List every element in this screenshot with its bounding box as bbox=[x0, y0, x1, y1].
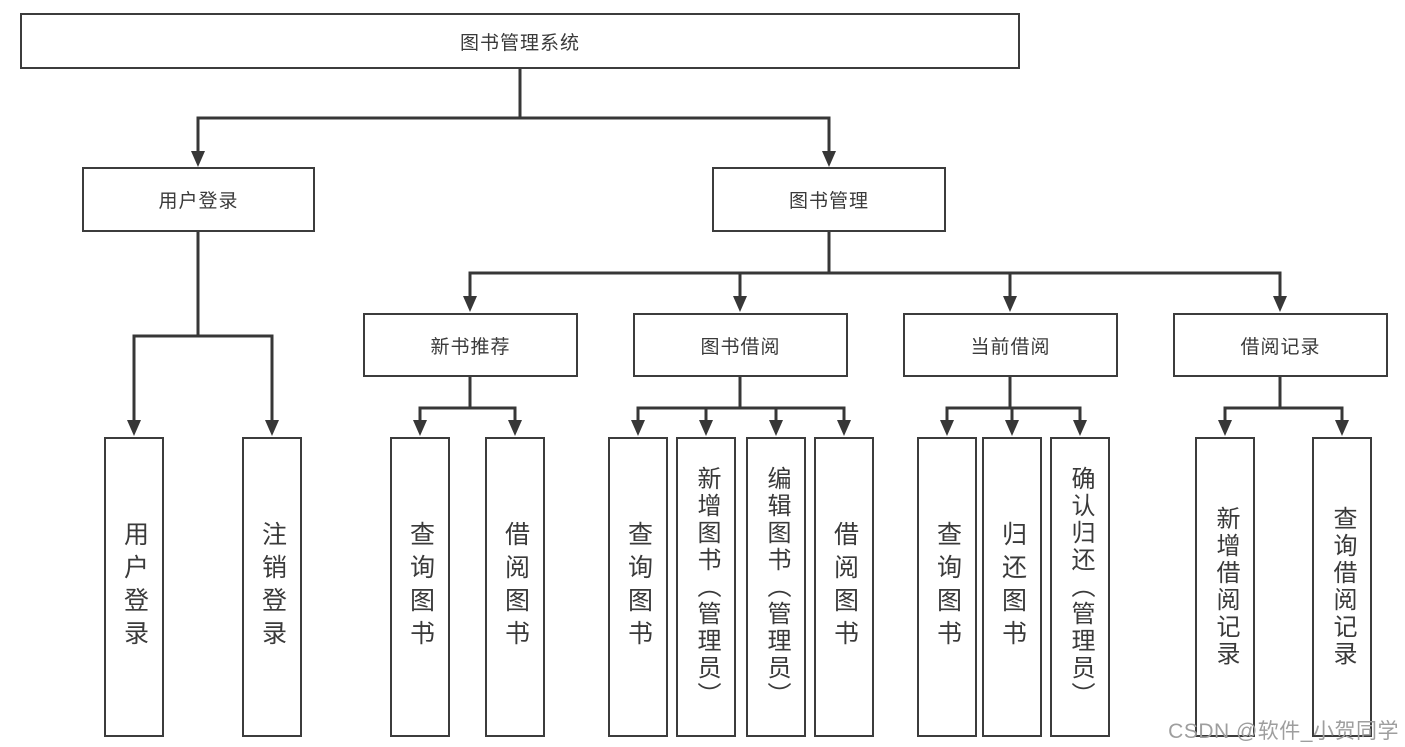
leaf-return-books-label: 归还图书 bbox=[998, 521, 1027, 653]
leaf-borrowing-query-books: 查询图书 bbox=[608, 437, 668, 737]
node-book-borrowing-label: 图书借阅 bbox=[700, 336, 781, 358]
leaf-edit-books-admin: 编辑图书（管理员） bbox=[746, 437, 806, 737]
node-library-system: 图书管理系统 bbox=[20, 13, 1020, 69]
node-borrowing-records: 借阅记录 bbox=[1173, 313, 1388, 377]
leaf-recommend-query-books-label: 查询图书 bbox=[406, 521, 435, 653]
node-book-management-label: 图书管理 bbox=[788, 191, 869, 212]
leaf-query-borrow-record-label: 查询借阅记录 bbox=[1329, 506, 1356, 668]
leaf-logout: 注销登录 bbox=[242, 437, 302, 737]
leaf-add-borrow-record-label: 新增借阅记录 bbox=[1212, 506, 1239, 668]
node-book-borrowing: 图书借阅 bbox=[633, 313, 848, 377]
leaf-add-books-admin: 新增图书（管理员） bbox=[676, 437, 736, 737]
leaf-confirm-return-admin: 确认归还（管理员） bbox=[1050, 437, 1110, 737]
leaf-query-borrow-record: 查询借阅记录 bbox=[1312, 437, 1372, 737]
leaf-add-borrow-record: 新增借阅记录 bbox=[1195, 437, 1255, 737]
leaf-add-books-admin-label: 新增图书（管理员） bbox=[693, 465, 720, 709]
watermark: CSDN @软件_小贺同学 bbox=[1168, 720, 1399, 743]
leaf-borrowing-query-books-label: 查询图书 bbox=[624, 521, 653, 653]
leaf-user-login-label: 用户登录 bbox=[120, 521, 149, 653]
leaf-borrow-books: 借阅图书 bbox=[814, 437, 874, 737]
node-user-login-label: 用户登录 bbox=[158, 191, 239, 212]
leaf-confirm-return-admin-label: 确认归还（管理员） bbox=[1067, 465, 1094, 709]
leaf-return-books: 归还图书 bbox=[982, 437, 1042, 737]
node-new-book-recommend-label: 新书推荐 bbox=[430, 336, 511, 358]
leaf-recommend-borrow-books: 借阅图书 bbox=[485, 437, 545, 737]
node-borrowing-records-label: 借阅记录 bbox=[1240, 336, 1321, 358]
node-book-management: 图书管理 bbox=[712, 167, 946, 232]
leaf-current-query-books-label: 查询图书 bbox=[933, 521, 962, 653]
leaf-current-query-books: 查询图书 bbox=[917, 437, 977, 737]
leaf-borrow-books-label: 借阅图书 bbox=[830, 521, 859, 653]
node-current-borrowing: 当前借阅 bbox=[903, 313, 1118, 377]
leaf-user-login: 用户登录 bbox=[104, 437, 164, 737]
node-new-book-recommend: 新书推荐 bbox=[363, 313, 578, 377]
leaf-edit-books-admin-label: 编辑图书（管理员） bbox=[763, 465, 790, 709]
leaf-recommend-borrow-books-label: 借阅图书 bbox=[501, 521, 530, 653]
node-library-system-label: 图书管理系统 bbox=[459, 32, 580, 54]
leaf-recommend-query-books: 查询图书 bbox=[390, 437, 450, 737]
node-current-borrowing-label: 当前借阅 bbox=[970, 336, 1051, 358]
leaf-logout-label: 注销登录 bbox=[258, 521, 287, 653]
node-user-login: 用户登录 bbox=[82, 167, 315, 232]
